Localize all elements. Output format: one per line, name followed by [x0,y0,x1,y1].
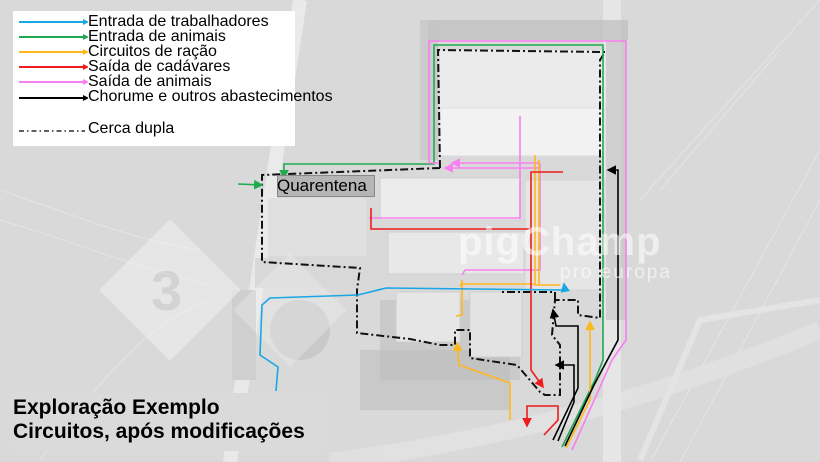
legend-item-animal-entry: Entrada de animais [13,29,226,45]
pink-arrow-icon [19,79,88,85]
quarantine-label-text: Quarentena [277,176,367,195]
double-fence [261,48,607,396]
legend-item-slurry: Chorume e outros abastecimentos [13,89,333,105]
legend-item-animal-exit: Saída de animais [13,74,212,90]
blue-arrow-icon [19,19,88,25]
yellow-arrow-icon [19,49,88,55]
quarantine-zone-label: Quarentena [277,175,375,197]
legend-item-double-fence: Cerca dupla [13,121,174,137]
dash-dot-line-icon [19,130,85,132]
legend-item-carcass-exit: Saída de cadávares [13,59,230,75]
route-feed [452,155,595,449]
route-carcass-exit [370,171,563,436]
buildings [232,50,606,380]
route-worker-entry [259,282,571,392]
svg-text:3: 3 [151,259,182,322]
route-slurry [549,165,619,447]
legend: Entrada de trabalhadores Entrada de anim… [13,11,333,146]
watermark-brand: pigChamp [458,220,662,264]
route-animal-entry [237,44,604,448]
title-farm-name: Exploração Exemplo [13,396,220,419]
title-subtitle: Circuitos, após modificações [13,420,305,443]
watermark-subtitle: pro europa [560,262,672,283]
map-title: Exploração Exemplo Circuitos, após modif… [10,393,325,451]
red-arrow-icon [19,64,88,70]
legend-item-feed: Circuitos de ração [13,44,217,60]
green-arrow-icon [19,34,88,40]
legend-item-worker-entry: Entrada de trabalhadores [13,14,269,30]
black-arrow-icon [19,95,88,101]
route-animal-exit [369,40,627,451]
